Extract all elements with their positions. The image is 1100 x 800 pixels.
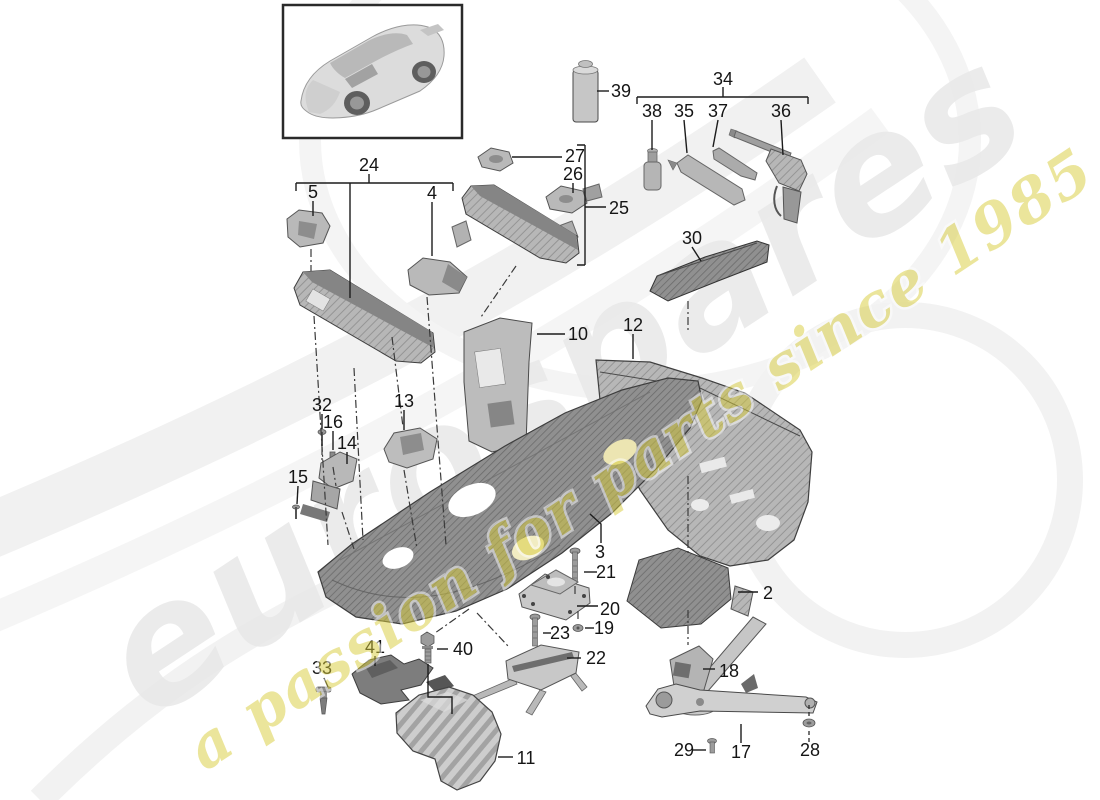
- callout-40: 40: [453, 639, 473, 659]
- callout-19: 19: [594, 618, 614, 638]
- part-5-bracket: [286, 209, 331, 248]
- callout-13: 13: [394, 391, 414, 411]
- part-37-nozzle: [712, 147, 758, 181]
- leader-30: [691, 246, 702, 262]
- callout-20: 20: [600, 599, 620, 619]
- vehicle-thumbnail-box: [281, 3, 464, 140]
- callout-15: 15: [288, 467, 308, 487]
- part-36-caulking-gun: [728, 128, 808, 224]
- part-38-bottle: [643, 148, 662, 191]
- leader-3: [589, 513, 602, 543]
- part-2-rail: [626, 547, 754, 629]
- part-39-spray-can: [572, 60, 599, 123]
- leader-33: [323, 677, 329, 688]
- part-23-bolt: [529, 613, 541, 647]
- callout-21: 21: [596, 562, 616, 582]
- leader-lines: [295, 87, 810, 758]
- part-35-sealant-tube: [667, 154, 746, 206]
- callout-25: 25: [609, 198, 629, 218]
- part-29-screw: [707, 738, 717, 754]
- leader-37: [712, 119, 719, 148]
- callout-24: 24: [359, 155, 379, 175]
- callout-2: 2: [763, 583, 773, 603]
- callout-34: 34: [713, 69, 733, 89]
- bracket-34: [636, 87, 809, 104]
- callout-14: 14: [337, 433, 357, 453]
- callout-23: 23: [550, 623, 570, 643]
- callout-26: 26: [563, 164, 583, 184]
- leader-15: [296, 485, 299, 505]
- part-40-screw: [420, 631, 435, 664]
- part-10-side-panel: [463, 317, 533, 453]
- part-21-bolt: [569, 547, 581, 583]
- part-20-console: [518, 569, 591, 621]
- leader-36: [780, 119, 784, 156]
- part-25-crossmember: [451, 184, 580, 264]
- bracket-25: [577, 144, 606, 266]
- callout-12: 12: [623, 315, 643, 335]
- part-13-bracket: [383, 427, 438, 469]
- part-22-support-bracket: [469, 644, 588, 716]
- callout-18: 18: [719, 661, 739, 681]
- callout-17: 17: [731, 742, 751, 762]
- callout-33: 33: [312, 658, 332, 678]
- callout-27: 27: [565, 146, 585, 166]
- callout-30: 30: [682, 228, 702, 248]
- assembly-lines: [310, 249, 689, 647]
- callout-36: 36: [771, 101, 791, 121]
- part-3-floor-pan: [317, 377, 703, 625]
- callout-11: 11: [517, 748, 536, 768]
- callout-10: 10: [568, 324, 588, 344]
- leader-35: [683, 119, 688, 154]
- part-17-control-arm: [645, 674, 818, 718]
- callout-35: 35: [674, 101, 694, 121]
- callout-41: 41: [365, 637, 385, 657]
- part-41-bracket: [351, 654, 434, 705]
- callout-22: 22: [586, 648, 606, 668]
- elbow-40: [427, 664, 453, 714]
- callout-labels: 39 34 38 35 37 36 27 26 25 24 5 4 30 10 …: [288, 69, 820, 768]
- car-illustration: [300, 24, 445, 119]
- callout-39: 39: [611, 81, 631, 101]
- part-33-rivet: [315, 686, 332, 715]
- part-4-bracket: [407, 257, 468, 296]
- part-19-nut: [572, 624, 584, 632]
- callout-32: 32: [312, 395, 332, 415]
- part-30-rail: [649, 240, 770, 302]
- callout-5: 5: [308, 182, 318, 202]
- part-27-bracket: [477, 147, 514, 172]
- callout-16: 16: [323, 412, 343, 432]
- callout-3: 3: [595, 542, 605, 562]
- part-24-sill-rail: [293, 269, 436, 364]
- callout-4: 4: [427, 183, 437, 203]
- callout-29: 29: [674, 740, 694, 760]
- callout-37: 37: [708, 101, 728, 121]
- bracket-24: [295, 174, 454, 298]
- part-28-nut: [802, 718, 816, 728]
- callout-38: 38: [642, 101, 662, 121]
- callout-28: 28: [800, 740, 820, 760]
